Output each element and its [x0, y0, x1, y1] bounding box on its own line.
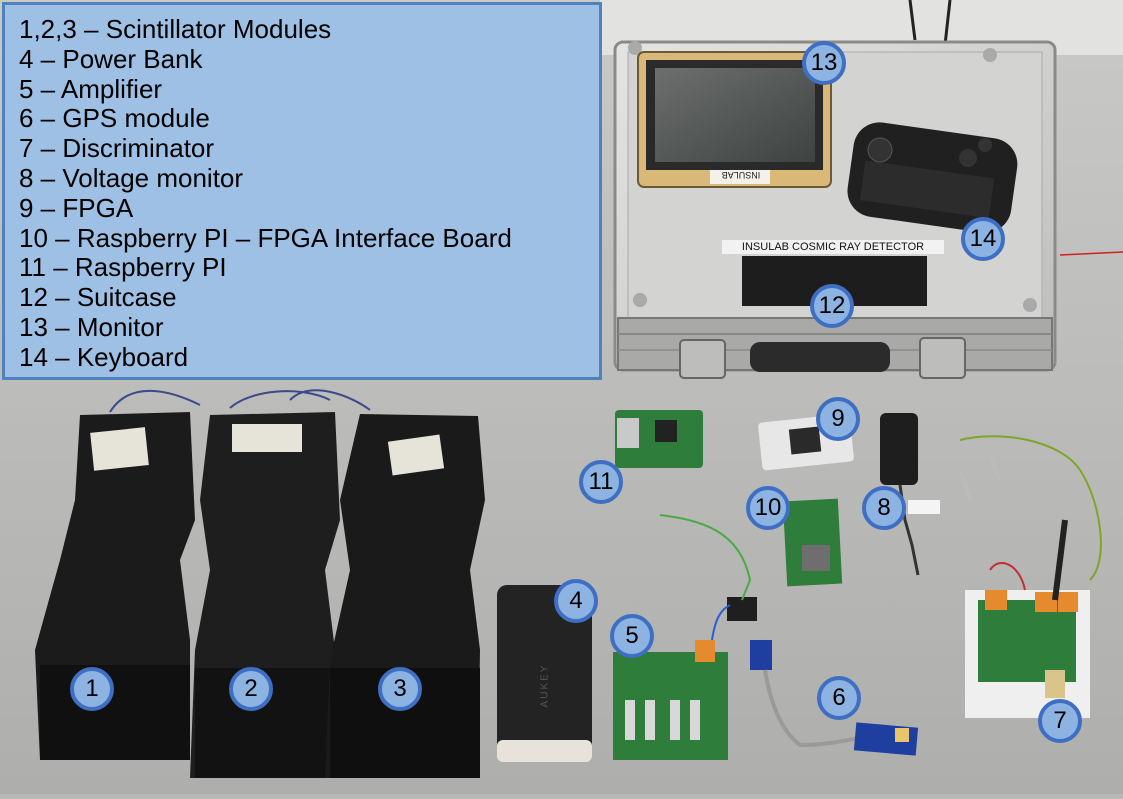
scintillator-module-3 — [325, 414, 485, 778]
legend-item: 11 – Raspberry PI — [19, 252, 227, 283]
powerbank-brand: AUKEY — [539, 663, 551, 708]
monitor — [637, 51, 832, 188]
marker-1: 1 — [70, 667, 114, 711]
legend-item: 13 – Monitor — [19, 311, 164, 342]
marker-2: 2 — [229, 667, 273, 711]
legend-item: 1,2,3 – Scintillator Modules — [19, 14, 332, 44]
legend-item: 14 – Keyboard — [19, 341, 189, 372]
loose-cable — [958, 454, 1002, 501]
marker-5: 5 — [610, 614, 654, 658]
marker-6: 6 — [817, 676, 861, 720]
cables-top-right — [908, 0, 952, 46]
gps-module — [750, 640, 919, 756]
legend-item: 7 – Discriminator — [19, 133, 215, 164]
legend-item: 4 – Power Bank — [19, 43, 203, 74]
raspberry-pi — [615, 410, 703, 468]
marker-13: 13 — [802, 41, 846, 85]
marker-9: 9 — [816, 397, 860, 441]
keyboard — [847, 122, 1018, 233]
marker-4: 4 — [554, 579, 598, 623]
legend-box: 1,2,3 – Scintillator Modules 4 – Power B… — [2, 2, 602, 380]
power-bank — [497, 585, 592, 762]
amplifier-board — [613, 514, 757, 760]
red-laser-line — [1059, 251, 1123, 256]
marker-7: 7 — [1038, 699, 1082, 743]
marker-14: 14 — [961, 217, 1005, 261]
legend-item: 12 – Suitcase — [19, 282, 177, 313]
scintillator-module-2 — [190, 412, 340, 778]
discriminator-board — [959, 435, 1102, 718]
module-cables — [109, 389, 371, 413]
interface-board — [782, 498, 843, 587]
monitor-sticker: INSULAB — [721, 170, 761, 180]
legend-item: 10 – Raspberry PI – FPGA Interface Board — [19, 222, 512, 253]
marker-12: 12 — [810, 284, 854, 328]
marker-3: 3 — [378, 667, 422, 711]
case-label: INSULAB COSMIC RAY DETECTOR — [741, 241, 925, 253]
marker-10: 10 — [746, 486, 790, 530]
marker-11: 11 — [579, 460, 623, 504]
case-label-strip — [722, 240, 944, 254]
legend-item: 6 – GPS module — [19, 103, 210, 134]
legend-item: 5 – Amplifier — [19, 73, 163, 104]
legend-item: 9 – FPGA — [19, 192, 134, 223]
marker-8: 8 — [862, 486, 906, 530]
legend-item: 8 – Voltage monitor — [19, 162, 244, 193]
